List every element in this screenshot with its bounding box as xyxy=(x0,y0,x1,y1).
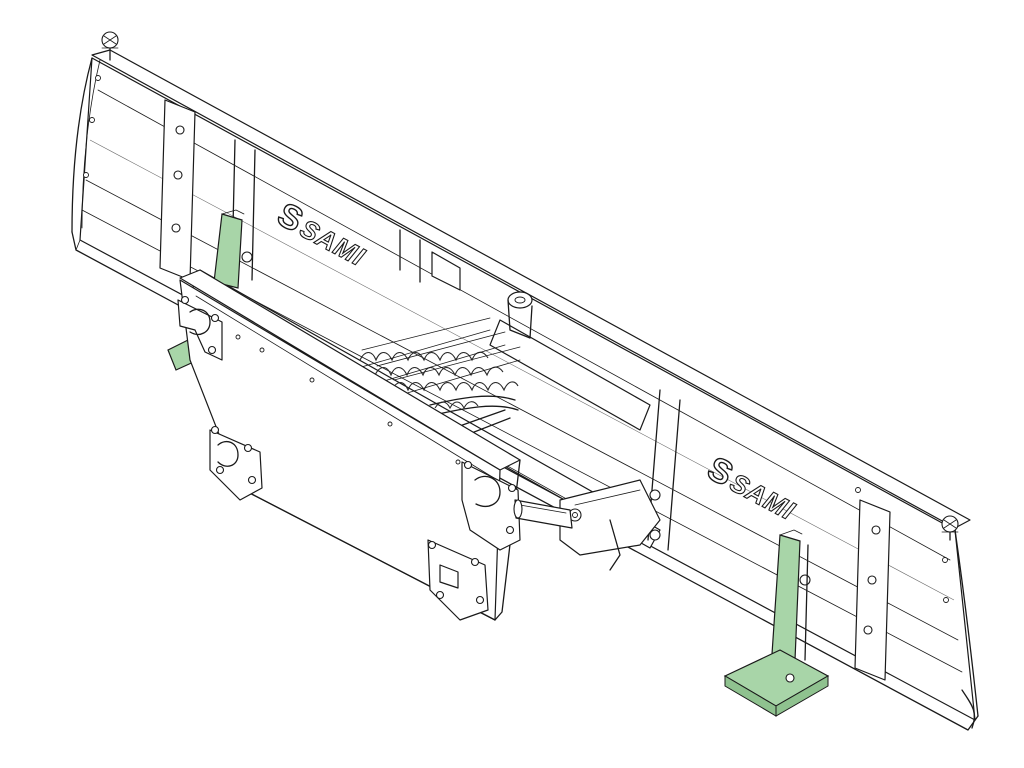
right-stand-foot xyxy=(723,649,830,707)
top-pivot-pin xyxy=(507,291,533,339)
spring-2 xyxy=(373,331,506,385)
trip-springs xyxy=(357,317,521,399)
right-side-plate xyxy=(854,487,949,681)
spring-1 xyxy=(357,317,491,369)
mount-latch-right xyxy=(427,539,489,621)
mount-hook-right xyxy=(461,460,521,551)
left-end-marker xyxy=(101,31,119,61)
left-stand-leg xyxy=(213,213,243,289)
mount-hook-left xyxy=(177,295,223,361)
right-end-marker xyxy=(941,515,959,541)
mounting-plate xyxy=(179,269,521,621)
angle-cylinder xyxy=(513,499,573,529)
mount-latch-left xyxy=(209,425,263,501)
right-parking-stand xyxy=(723,529,830,717)
spring-3 xyxy=(389,346,521,399)
